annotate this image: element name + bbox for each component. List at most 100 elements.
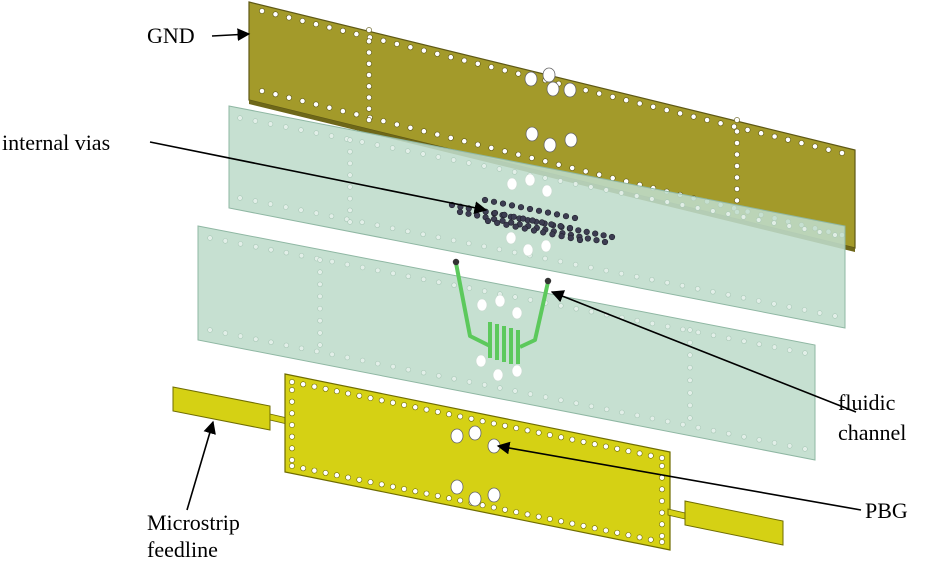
via-hole bbox=[515, 70, 522, 77]
via-hole bbox=[569, 436, 576, 443]
via-hole bbox=[468, 415, 475, 422]
via-hole bbox=[283, 342, 289, 348]
via-hole bbox=[481, 243, 487, 250]
substrate-1-holes bbox=[505, 173, 553, 257]
via-hole bbox=[744, 126, 751, 133]
via-hole bbox=[647, 536, 654, 543]
via-hole bbox=[317, 281, 323, 287]
via-hole bbox=[625, 448, 632, 454]
via-hole bbox=[558, 397, 564, 403]
substrate-2-holes bbox=[475, 294, 523, 382]
via-hole bbox=[771, 220, 777, 226]
via-hole bbox=[798, 140, 805, 146]
via-hole bbox=[497, 385, 503, 391]
via-hole bbox=[474, 212, 481, 219]
via-hole bbox=[659, 539, 665, 545]
via-hole bbox=[839, 150, 845, 156]
via-hole bbox=[317, 330, 323, 336]
via-hole bbox=[576, 236, 584, 244]
via-hole bbox=[447, 54, 454, 61]
via-hole bbox=[499, 217, 506, 224]
via-hole bbox=[649, 196, 655, 202]
via-hole bbox=[755, 217, 762, 223]
via-hole bbox=[756, 437, 762, 443]
via-hole bbox=[490, 420, 497, 427]
via-hole bbox=[603, 527, 609, 534]
via-hole bbox=[344, 261, 350, 268]
via-hole bbox=[535, 513, 542, 520]
via-hole bbox=[664, 418, 671, 425]
via-hole bbox=[592, 230, 599, 237]
via-hole bbox=[679, 283, 686, 289]
via-hole bbox=[679, 202, 686, 208]
via-hole bbox=[389, 225, 396, 232]
via-hole bbox=[313, 101, 319, 108]
via-hole bbox=[488, 64, 495, 70]
internal-vias-array bbox=[448, 196, 616, 246]
annotation-arrows bbox=[149, 28, 862, 511]
via-hole bbox=[420, 370, 427, 376]
via-hole bbox=[268, 339, 274, 345]
via-hole bbox=[339, 108, 346, 114]
via-hole bbox=[634, 317, 640, 324]
via-hole bbox=[677, 110, 683, 117]
via-hole bbox=[501, 211, 508, 218]
via-hole bbox=[710, 332, 717, 338]
via-hole bbox=[734, 163, 740, 169]
via-hole bbox=[734, 197, 740, 204]
via-hole bbox=[816, 310, 823, 316]
via-hole bbox=[515, 151, 522, 158]
via-hole bbox=[801, 226, 808, 232]
via-hole bbox=[740, 214, 747, 220]
via-hole bbox=[512, 294, 518, 300]
via-hole bbox=[317, 257, 323, 263]
via-hole bbox=[664, 280, 670, 286]
via-hole bbox=[289, 422, 295, 428]
via-hole bbox=[435, 154, 441, 160]
via-hole bbox=[603, 406, 610, 412]
via-hole bbox=[479, 502, 486, 509]
via-hole bbox=[259, 88, 265, 94]
via-hole bbox=[535, 207, 543, 214]
via-hole bbox=[572, 261, 579, 268]
via-hole bbox=[694, 205, 701, 211]
substrate-plane-1 bbox=[228, 105, 846, 329]
via-hole bbox=[511, 169, 518, 175]
via-hole bbox=[347, 195, 353, 202]
via-hole bbox=[456, 208, 464, 216]
via-hole bbox=[609, 94, 616, 100]
via-hole bbox=[366, 94, 372, 101]
via-hole bbox=[588, 403, 595, 409]
via-hole bbox=[695, 424, 701, 431]
fluidic-channel bbox=[454, 262, 550, 364]
via-hole bbox=[771, 440, 778, 446]
via-hole bbox=[558, 303, 564, 309]
via-hole bbox=[725, 335, 732, 341]
via-hole bbox=[286, 14, 292, 21]
via-hole bbox=[542, 394, 549, 400]
via-hole bbox=[659, 463, 665, 469]
via-hole bbox=[289, 433, 295, 440]
via-hole bbox=[328, 133, 335, 139]
via-hole bbox=[618, 270, 625, 277]
via-hole bbox=[583, 228, 590, 235]
via-hole bbox=[517, 204, 525, 211]
via-hole bbox=[786, 443, 793, 449]
via-hole bbox=[466, 379, 473, 385]
via-hole bbox=[731, 123, 737, 130]
via-hole bbox=[311, 383, 318, 390]
via-hole bbox=[407, 124, 414, 131]
via-hole bbox=[466, 285, 473, 291]
via-hole bbox=[490, 198, 498, 205]
via-hole bbox=[510, 213, 517, 220]
via-hole bbox=[588, 309, 595, 315]
label-fluidic: fluidic bbox=[838, 390, 896, 415]
via-hole bbox=[499, 200, 507, 207]
via-hole bbox=[374, 222, 380, 228]
via-hole bbox=[366, 38, 372, 45]
via-hole bbox=[347, 160, 353, 167]
substrate-1-faint-vias bbox=[237, 115, 838, 319]
via-hole bbox=[557, 223, 564, 230]
via-hole bbox=[512, 388, 518, 394]
via-hole bbox=[569, 165, 576, 171]
